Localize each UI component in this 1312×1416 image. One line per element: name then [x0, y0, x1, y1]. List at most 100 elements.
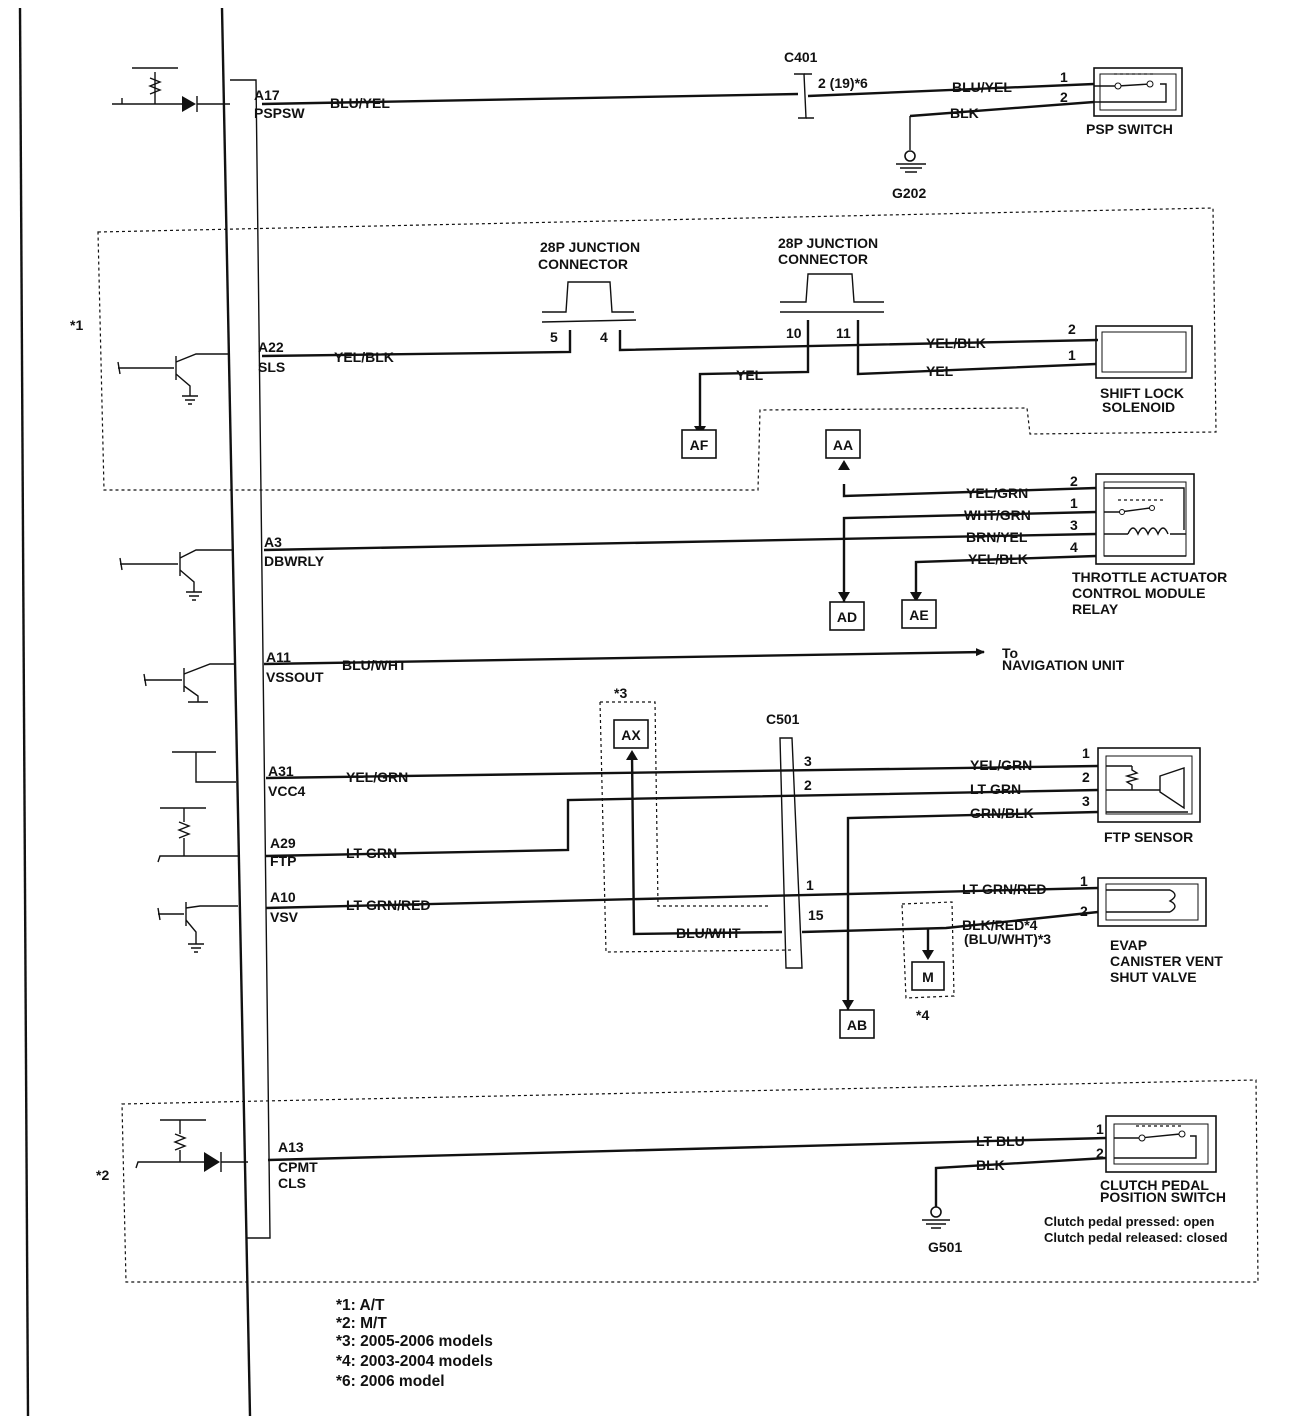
pin-a17-wire: BLU/YEL — [330, 95, 390, 111]
pin-a11-wire: BLU/WHT — [342, 657, 407, 673]
mark-2005: *3 — [614, 685, 627, 701]
wires — [261, 82, 1107, 1208]
tac-pin-4: 4 — [1070, 539, 1078, 555]
junction-connector-2 — [780, 273, 884, 313]
terminal-m-label: M — [922, 969, 934, 985]
c501-pin-1: 1 — [806, 877, 814, 893]
terminal-ax-label: AX — [621, 727, 641, 743]
terminal-ab-label: AB — [847, 1017, 867, 1033]
pin-a29: A29 — [270, 835, 296, 851]
jc1-line1: 28P JUNCTION — [540, 239, 640, 255]
pin-a31-wire: YEL/GRN — [346, 769, 408, 785]
jc2-pin-10: 10 — [786, 325, 802, 341]
evap-wire-1: LT GRN/RED — [962, 881, 1047, 897]
legend-item-3: *3: 2005-2006 models — [336, 1333, 493, 1350]
psp-wire-2: BLK — [950, 105, 979, 121]
component-labels: 1 2 BLU/YEL BLK PSP SWITCH 2 1 YEL/BLK Y… — [676, 69, 1228, 1245]
pin-a13-signal2: CLS — [278, 1175, 306, 1191]
pin-a31: A31 — [268, 763, 294, 779]
ftp-pin-3: 3 — [1082, 793, 1090, 809]
pin-a22: A22 — [258, 339, 284, 355]
evap-valve — [1097, 877, 1207, 927]
c501-pin-3: 3 — [804, 753, 812, 769]
pin-a31-signal: VCC4 — [268, 783, 306, 799]
legend-item-1: *1: A/T — [336, 1297, 385, 1314]
legend-item-5: *6: 2006 model — [336, 1373, 445, 1390]
clutch-note1: Clutch pedal pressed: open — [1044, 1214, 1215, 1229]
model-2003-box — [901, 901, 955, 999]
pin-a11-signal: VSSOUT — [266, 669, 324, 685]
shift-lock-line2: SOLENOID — [1102, 399, 1175, 415]
psp-switch — [1093, 67, 1183, 117]
ecm-pin-labels: A17 PSPSW BLU/YEL A22 SLS YEL/BLK A3 DBW… — [254, 87, 431, 1191]
ax-wire: BLU/WHT — [676, 925, 741, 941]
jc2-line1: 28P JUNCTION — [778, 235, 878, 251]
tac-pin-1: 1 — [1070, 495, 1078, 511]
pin-a10-wire: LT GRN/RED — [346, 897, 431, 913]
tac-wire-3: BRN/YEL — [966, 529, 1028, 545]
psp-pin-2: 2 — [1060, 89, 1068, 105]
ground-g202 — [896, 150, 926, 173]
evap-line3: SHUT VALVE — [1110, 969, 1197, 985]
tac-line3: RELAY — [1072, 601, 1119, 617]
c401-pin-label: 2 (19)*6 — [818, 75, 868, 91]
terminal-af: AF — [681, 426, 717, 459]
evap-wire-2: BLK/RED*4 — [962, 917, 1038, 933]
pin-a11: A11 — [266, 649, 291, 665]
pin-a22-wire: YEL/BLK — [334, 349, 394, 365]
connector-labels: C401 2 (19)*6 28P JUNCTION CONNECTOR 5 4… — [538, 49, 962, 1255]
pin-a17: A17 — [254, 87, 280, 103]
clutch-wire-1: LT BLU — [976, 1133, 1025, 1149]
tac-line1: THROTTLE ACTUATOR — [1072, 569, 1227, 585]
jc-yel-wire: YEL — [736, 367, 764, 383]
clutch-wire-2: BLK — [976, 1157, 1005, 1173]
ftp-pin-2: 2 — [1082, 769, 1090, 785]
g501-label: G501 — [928, 1239, 962, 1255]
terminal-aa-label: AA — [833, 437, 853, 453]
pin-a17-signal: PSPSW — [254, 105, 305, 121]
pin-a13-signal: CPMT — [278, 1159, 318, 1175]
shift-lock-pin-1: 1 — [1068, 347, 1076, 363]
clutch-switch — [1105, 1115, 1217, 1173]
legend-item-2: *2: M/T — [336, 1315, 387, 1332]
junction-connector-1 — [541, 281, 637, 323]
connector-c401 — [794, 73, 814, 119]
shift-lock-wire-2: YEL — [926, 363, 954, 379]
mt-group-box — [121, 1079, 1259, 1283]
shift-lock-line1: SHIFT LOCK — [1100, 385, 1184, 401]
evap-line2: CANISTER VENT — [1110, 953, 1223, 969]
nav-line2: NAVIGATION UNIT — [1002, 657, 1125, 673]
shift-lock-pin-2: 2 — [1068, 321, 1076, 337]
terminal-ax: AX — [613, 719, 649, 760]
clutch-pin-1: 1 — [1096, 1121, 1104, 1137]
tac-pin-3: 3 — [1070, 517, 1078, 533]
pin-a29-signal: FTP — [270, 853, 296, 869]
ftp-sensor-label: FTP SENSOR — [1104, 829, 1193, 845]
pin-a13: A13 — [278, 1139, 304, 1155]
nav-line1: To — [1002, 645, 1018, 661]
legend-item-4: *4: 2003-2004 models — [336, 1353, 493, 1370]
tac-wire-2: WHT/GRN — [964, 507, 1031, 523]
evap-pin-2: 2 — [1080, 903, 1088, 919]
ftp-wire-3: GRN/BLK — [970, 805, 1034, 821]
jc2-line2: CONNECTOR — [778, 251, 868, 267]
evap-pin-1: 1 — [1080, 873, 1088, 889]
legend: *1: A/T *2: M/T *3: 2005-2006 models *4:… — [336, 1297, 493, 1390]
terminal-ae: AE — [901, 592, 937, 629]
group-marks: *1 *2 *3 *4 — [70, 317, 929, 1183]
clutch-line2: POSITION SWITCH — [1100, 1189, 1226, 1205]
ftp-sensor — [1097, 747, 1201, 823]
jc2-pin-11: 11 — [836, 325, 851, 341]
psp-switch-label: PSP SWITCH — [1086, 121, 1173, 137]
ecm-internal-circuits — [112, 67, 248, 1172]
tac-wire-1: YEL/GRN — [966, 485, 1028, 501]
pin-a3-signal: DBWRLY — [264, 553, 325, 569]
evap-wire-3: (BLU/WHT)*3 — [964, 931, 1051, 947]
tac-line2: CONTROL MODULE — [1072, 585, 1206, 601]
terminal-ad-label: AD — [837, 609, 857, 625]
ftp-pin-1: 1 — [1082, 745, 1090, 761]
ftp-wire-2: LT GRN — [970, 781, 1021, 797]
clutch-pin-2: 2 — [1096, 1145, 1104, 1161]
tac-relay — [1095, 473, 1195, 565]
